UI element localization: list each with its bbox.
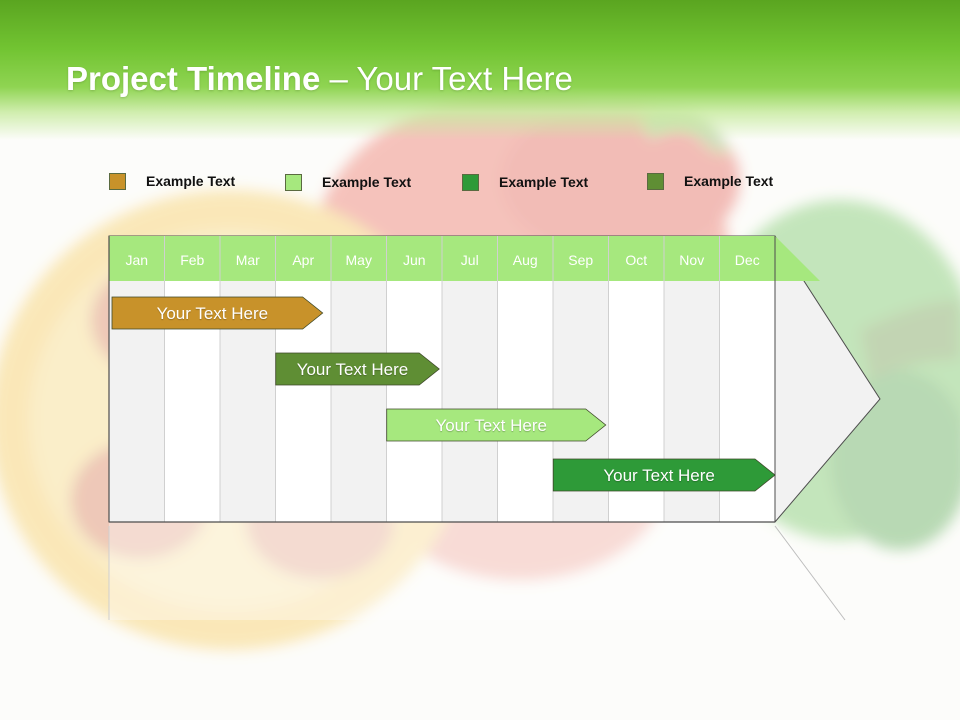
- legend-label-2: Example Text: [322, 174, 412, 190]
- timeline-bar-3: [386, 408, 607, 442]
- month-label-jun: Jun: [403, 252, 426, 268]
- legend-label-1: Example Text: [146, 173, 236, 189]
- timeline-bar-1: [111, 296, 324, 330]
- month-label-feb: Feb: [180, 252, 204, 268]
- legend-swatch-3: [462, 173, 479, 191]
- timeline-bar-label-1: Your Text Here: [157, 304, 269, 323]
- timeline-bar-label-4: Your Text Here: [603, 466, 715, 485]
- timeline-reflection: [109, 522, 845, 620]
- month-label-jul: Jul: [461, 252, 479, 268]
- month-header-strip: [109, 236, 820, 281]
- legend-label-3: Example Text: [499, 174, 589, 190]
- legend-item-4: Example Text: [647, 171, 773, 191]
- legend-swatch-2: [285, 173, 302, 191]
- month-column-may: [331, 281, 387, 522]
- page-title: Project Timeline – Your Text Here: [66, 60, 573, 98]
- month-column-jun: [386, 281, 442, 522]
- reflection-edge-right: [774, 525, 846, 621]
- month-label-sep: Sep: [568, 252, 593, 268]
- legend-item-2: Example Text: [285, 172, 411, 192]
- month-label-aug: Aug: [513, 252, 538, 268]
- header-band: [0, 0, 960, 140]
- month-label-nov: Nov: [679, 252, 704, 268]
- timeline-bar-label-2: Your Text Here: [297, 360, 409, 379]
- legend-swatch-1: [109, 172, 126, 190]
- month-label-oct: Oct: [625, 252, 647, 268]
- title-rest: – Your Text Here: [320, 60, 573, 97]
- legend-item-3: Example Text: [462, 172, 588, 192]
- legend-swatch-4: [647, 172, 664, 190]
- title-bold: Project Timeline: [66, 60, 321, 97]
- timeline-bar-2: [275, 352, 440, 386]
- month-label-dec: Dec: [735, 252, 760, 268]
- legend-item-1: Example Text: [109, 171, 235, 191]
- month-column-aug: [497, 281, 553, 522]
- month-label-may: May: [346, 252, 372, 268]
- month-label-mar: Mar: [236, 252, 260, 268]
- month-column-jul: [442, 281, 498, 522]
- timeline-bar-label-3: Your Text Here: [435, 416, 547, 435]
- month-label-apr: Apr: [292, 252, 314, 268]
- month-label-jan: Jan: [125, 252, 148, 268]
- legend-label-4: Example Text: [684, 173, 774, 189]
- timeline-bar-4: [552, 458, 776, 492]
